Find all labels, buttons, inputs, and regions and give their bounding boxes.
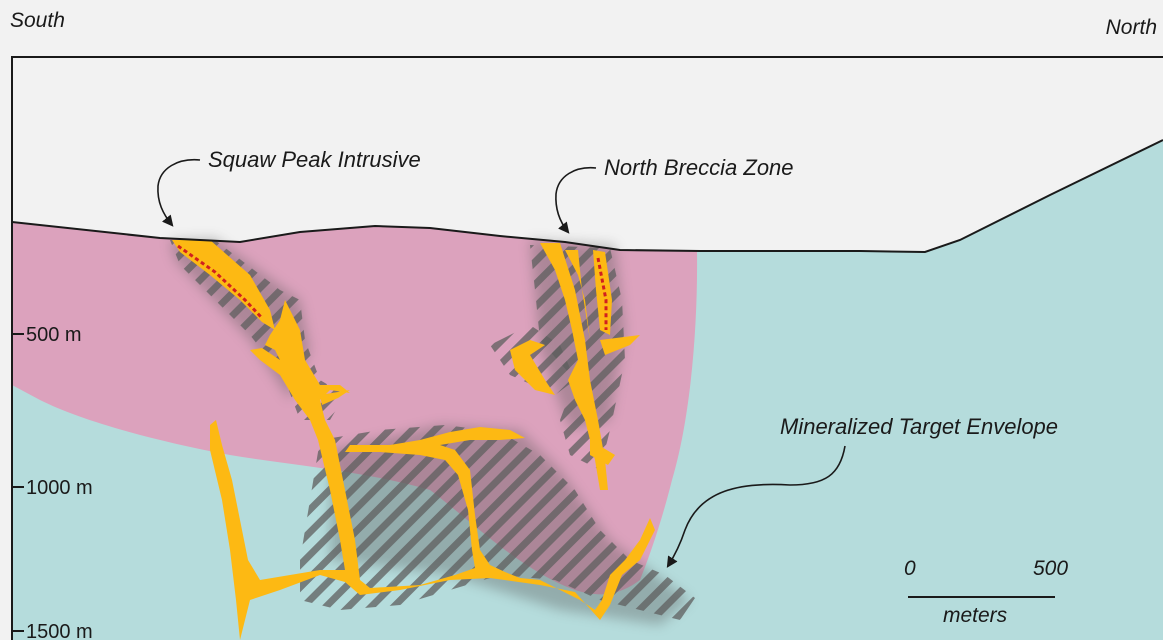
depth-label-1000: 1000 m — [26, 477, 93, 499]
scale-bar-start: 0 — [904, 557, 916, 580]
depth-label-1500: 1500 m — [26, 621, 93, 640]
scale-bar-end: 500 — [1033, 557, 1068, 580]
envelope-callout-label: Mineralized Target Envelope — [780, 414, 1058, 439]
intrusive-callout-label: Squaw Peak Intrusive — [208, 147, 421, 172]
scale-bar-unit: meters — [943, 604, 1008, 627]
depth-label-500: 500 m — [26, 324, 82, 346]
breccia-callout-label: North Breccia Zone — [604, 155, 794, 180]
